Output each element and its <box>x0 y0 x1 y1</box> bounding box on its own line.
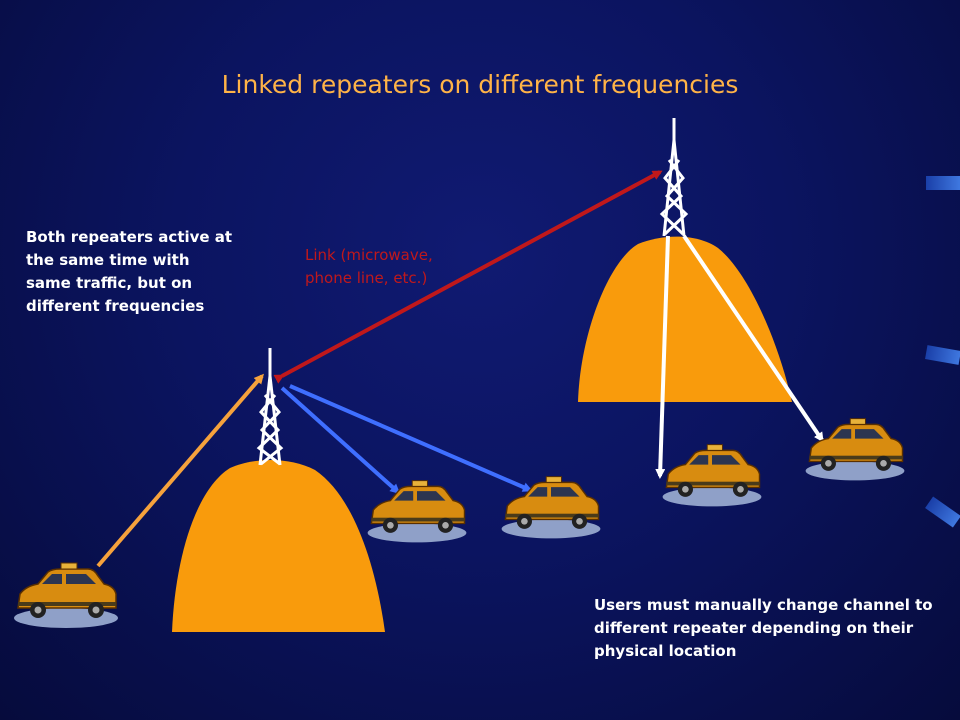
downlink-arrow <box>655 235 670 479</box>
radio-tower-icon <box>659 118 689 237</box>
note-manual-change: Users must manually change channel to di… <box>594 596 933 660</box>
link-label: Link (microwave, phone line, etc.) <box>305 246 433 287</box>
hill-icon <box>578 236 792 402</box>
link-arrow <box>273 170 663 384</box>
downlink-arrow <box>682 234 824 443</box>
uplink-arrow <box>96 373 264 568</box>
slide-title: Linked repeaters on different frequencie… <box>221 70 739 99</box>
taxi-icon <box>804 417 906 482</box>
taxi-icon <box>366 479 468 544</box>
note-both-repeaters: Both repeaters active at the same time w… <box>26 228 233 315</box>
taxi-icon <box>13 562 119 629</box>
downlink-arrow <box>289 384 533 492</box>
downlink-arrow <box>280 386 401 495</box>
edge-decoration <box>926 176 960 190</box>
hill-icon <box>172 460 385 632</box>
taxi-icon <box>661 443 763 508</box>
radio-tower-icon <box>256 348 284 466</box>
